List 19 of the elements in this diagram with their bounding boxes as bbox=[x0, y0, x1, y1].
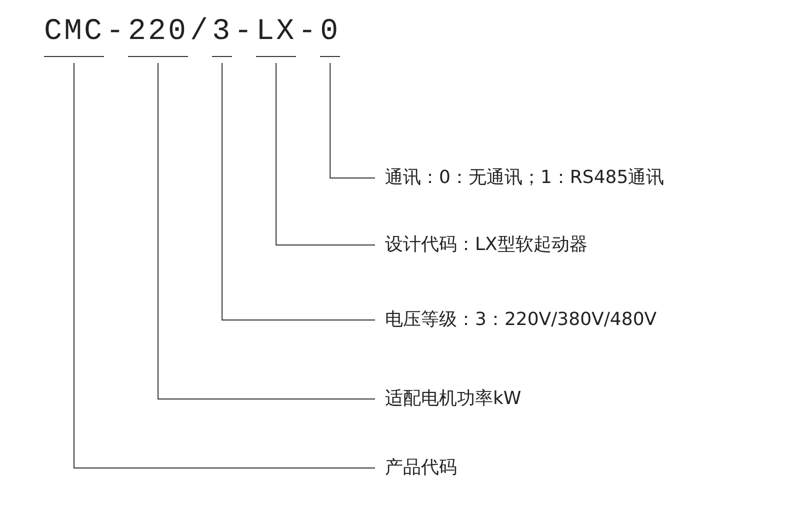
separator: - bbox=[233, 14, 256, 51]
description-text: 产品代码 bbox=[385, 456, 457, 480]
separator: / bbox=[189, 14, 212, 51]
leader-line bbox=[158, 62, 376, 400]
separator: - bbox=[105, 14, 128, 51]
description-text: 通讯：0：无通讯；1：RS485通讯 bbox=[385, 166, 664, 190]
leader-line bbox=[330, 62, 376, 178]
description-text: 适配电机功率kW bbox=[385, 387, 522, 411]
code-segment: CMC bbox=[44, 14, 104, 57]
code-segment: 220 bbox=[128, 14, 188, 57]
leader-line bbox=[74, 62, 376, 468]
leader-line bbox=[276, 62, 376, 246]
code-segment: 0 bbox=[320, 14, 340, 57]
description-text: 电压等级：3：220V/380V/480V bbox=[385, 308, 657, 332]
leader-line bbox=[222, 62, 376, 320]
separator: - bbox=[297, 14, 320, 51]
code-segment: 3 bbox=[212, 14, 232, 57]
code-segment: LX bbox=[256, 14, 296, 57]
description-text: 设计代码：LX型软起动器 bbox=[385, 233, 588, 257]
